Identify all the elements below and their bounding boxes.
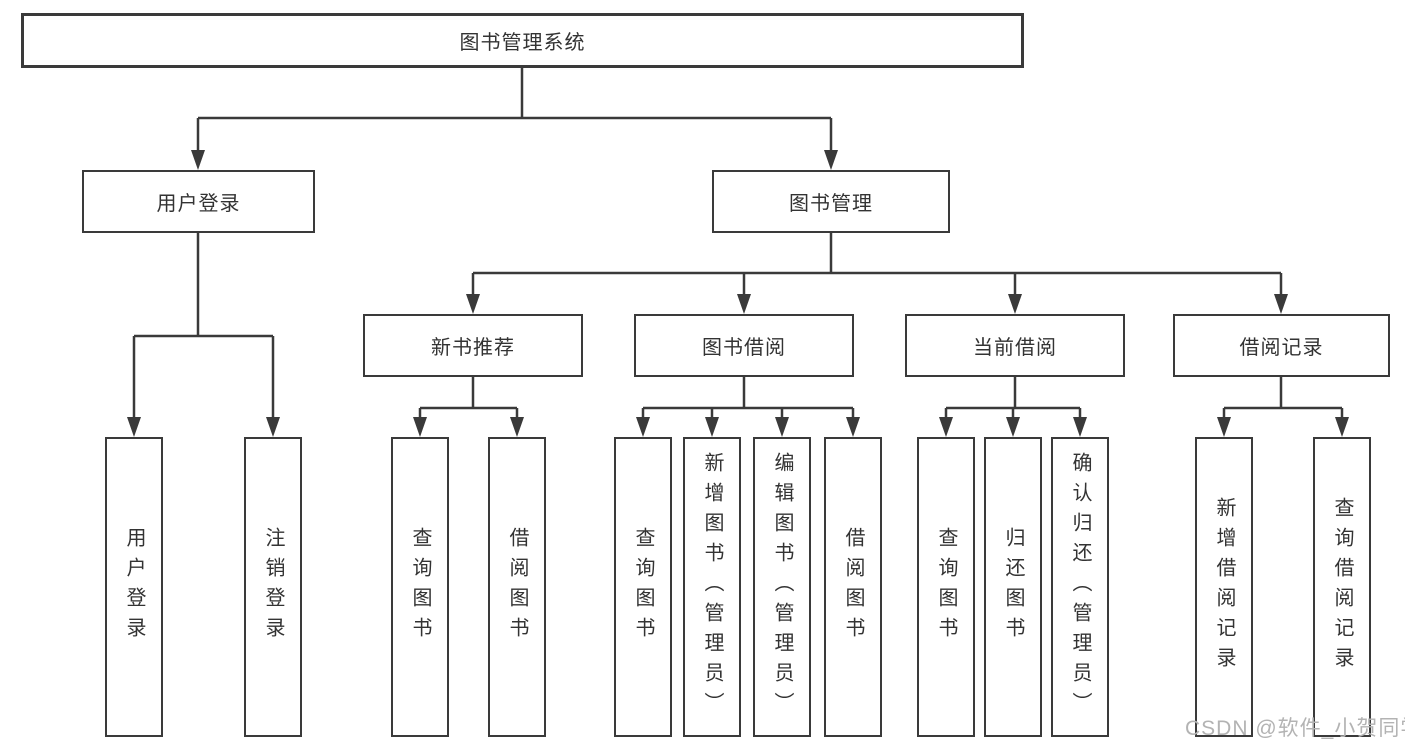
- leaf-logout-login-label: 注销登录: [262, 527, 284, 647]
- leaf-current-query-books-label: 查询图书: [935, 527, 957, 647]
- node-new-book-recommend: 新书推荐: [363, 314, 583, 377]
- leaf-records-add-borrow-record-label: 新增借阅记录: [1213, 497, 1235, 677]
- leaf-borrow-edit-books-admin: 编辑图书（管理员）: [753, 437, 811, 737]
- node-current-borrow: 当前借阅: [905, 314, 1125, 377]
- leaf-borrow-query-books: 查询图书: [614, 437, 672, 737]
- leaf-current-query-books: 查询图书: [917, 437, 975, 737]
- node-borrow-records: 借阅记录: [1173, 314, 1390, 377]
- leaf-current-return-books: 归还图书: [984, 437, 1042, 737]
- leaf-records-add-borrow-record: 新增借阅记录: [1195, 437, 1253, 737]
- leaf-logout-login: 注销登录: [244, 437, 302, 737]
- node-user-login: 用户登录: [82, 170, 315, 233]
- leaf-current-confirm-return-admin-label: 确认归还（管理员）: [1069, 452, 1091, 722]
- leaf-borrow-query-books-label: 查询图书: [632, 527, 654, 647]
- node-book-borrow: 图书借阅: [634, 314, 854, 377]
- leaf-borrow-edit-books-admin-label: 编辑图书（管理员）: [771, 452, 793, 722]
- leaf-newbooks-borrow-books: 借阅图书: [488, 437, 546, 737]
- leaf-newbooks-query-books: 查询图书: [391, 437, 449, 737]
- leaf-borrow-add-books-admin-label: 新增图书（管理员）: [701, 452, 723, 722]
- leaf-newbooks-query-books-label: 查询图书: [409, 527, 431, 647]
- leaf-records-query-borrow-record: 查询借阅记录: [1313, 437, 1371, 737]
- leaf-borrow-add-books-admin: 新增图书（管理员）: [683, 437, 741, 737]
- watermark: CSDN @软件_小贺同学: [1185, 717, 1405, 740]
- node-root: 图书管理系统: [21, 13, 1024, 68]
- node-book-management: 图书管理: [712, 170, 950, 233]
- leaf-current-confirm-return-admin: 确认归还（管理员）: [1051, 437, 1109, 737]
- leaf-user-login-label: 用户登录: [123, 527, 145, 647]
- leaf-borrow-borrow-books-label: 借阅图书: [842, 527, 864, 647]
- leaf-borrow-borrow-books: 借阅图书: [824, 437, 882, 737]
- leaf-newbooks-borrow-books-label: 借阅图书: [506, 527, 528, 647]
- leaf-records-query-borrow-record-label: 查询借阅记录: [1331, 497, 1353, 677]
- leaf-user-login: 用户登录: [105, 437, 163, 737]
- leaf-current-return-books-label: 归还图书: [1002, 527, 1024, 647]
